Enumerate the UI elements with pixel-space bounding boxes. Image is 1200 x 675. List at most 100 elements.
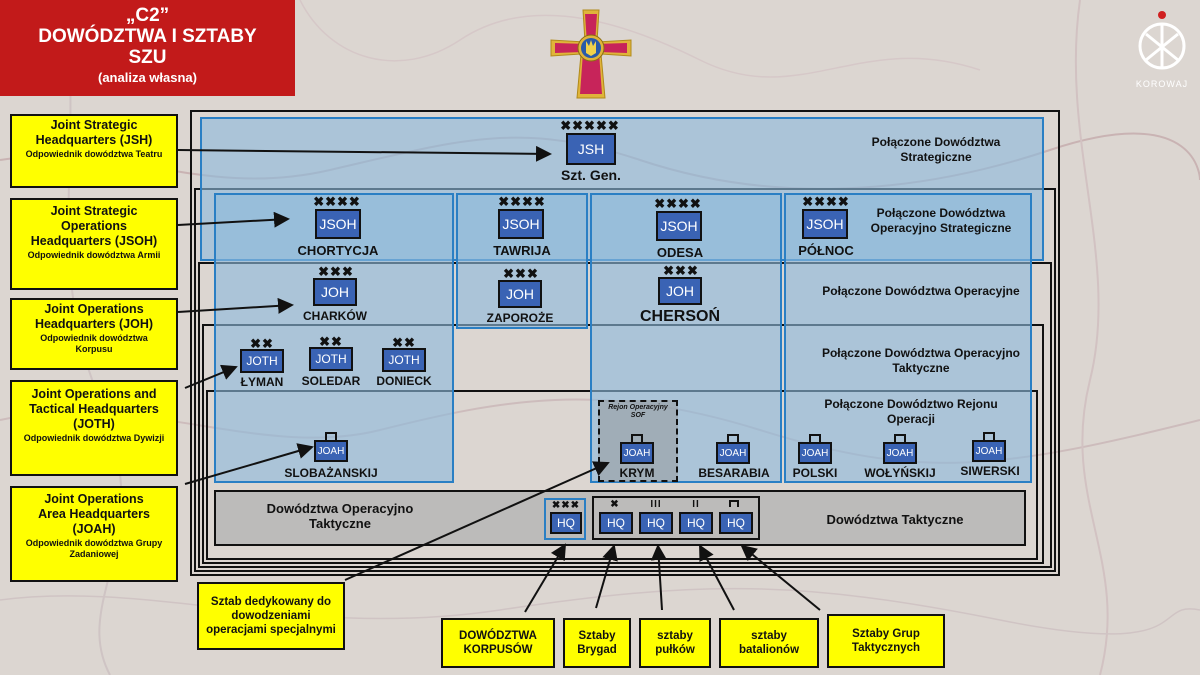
unit-jsoh-label: TAWRIJA <box>493 243 551 258</box>
unit-joh: JOH <box>313 278 357 306</box>
unit-joah: JOAH <box>883 442 917 464</box>
unit-joth-label: DONIECK <box>376 374 432 388</box>
unit-joah-label: BESARABIA <box>698 466 770 480</box>
unit-hq: HQ <box>719 512 753 534</box>
region-label-tact-left: Dowództwa Operacyjno Taktyczne <box>266 501 414 531</box>
legend-box-title: Joint Strategic Headquarters (JSH) <box>35 118 153 147</box>
legend-box-title: Joint Operations Headquarters (JOH) <box>34 302 154 331</box>
title-line-3: SZU <box>128 47 167 68</box>
joah-marker <box>727 434 739 442</box>
legend-box-joh: Joint Operations Headquarters (JOH) Odpo… <box>10 298 178 370</box>
unit-joh-label: CHERSOŃ <box>639 308 720 325</box>
unit-joah: JOAH <box>798 442 832 464</box>
region-label-op-strategic: Połączone Dowództwa Operacyjno Strategic… <box>870 206 1012 235</box>
region-label-op-tactical: Połączone Dowództwa Operacyjno Taktyczne <box>821 346 1021 375</box>
legend-box-subtitle: Odpowiednik dowództwa Grupy Zadaniowej <box>25 538 163 559</box>
sof-region-box <box>598 400 678 482</box>
unit-joth: JOTH <box>240 349 284 373</box>
echelon-marker <box>729 500 739 507</box>
sof-region-label: Rejon Operacyjny SOF <box>608 404 668 419</box>
joah-marker <box>894 434 906 442</box>
echelon-marker: ✖✖✖ <box>318 264 354 279</box>
echelon-marker: ✖✖ <box>392 335 416 350</box>
echelon-marker: II <box>692 499 700 510</box>
ukraine-armed-forces-emblem-icon <box>550 9 632 99</box>
note-box-brigades: Sztaby Brygad <box>563 618 631 668</box>
unit-joh-label: ZAPOROŻE <box>486 311 554 325</box>
title-subtitle: (analiza własna) <box>98 70 197 85</box>
echelon-marker: ✖✖✖✖✖ <box>560 118 620 133</box>
joah-marker <box>983 432 995 440</box>
unit-joth-label: SOLEDAR <box>301 374 361 388</box>
unit-joth: JOTH <box>382 348 426 372</box>
unit-joah-label: KRYM <box>619 466 655 480</box>
unit-joh: JOH <box>498 280 542 308</box>
echelon-marker: ✖✖ <box>319 334 343 349</box>
korowaj-logo: KOROWAJ <box>1132 10 1192 90</box>
unit-hq: HQ <box>550 512 582 534</box>
korowaj-logo-icon <box>1138 11 1186 70</box>
unit-jsoh: JSOH <box>656 211 702 241</box>
note-box-battalions: sztaby batalionów <box>719 618 819 668</box>
legend-box-subtitle: Odpowiednik dowództwa Dywizji <box>23 433 165 443</box>
unit-jsoh: JSOH <box>498 209 544 239</box>
frame-strategic <box>190 110 1060 576</box>
unit-jsoh-label: PÓŁNOC <box>798 243 854 258</box>
unit-joth: JOTH <box>309 347 353 371</box>
echelon-marker: ✖✖✖ <box>551 500 581 511</box>
note-box-sof: Sztab dedykowany do dowodzeniami operacj… <box>197 582 345 650</box>
unit-jsoh: JSOH <box>802 209 848 239</box>
region-chortycja <box>214 193 454 483</box>
title-banner: „C2” DOWÓDZTWA I SZTABY SZU (analiza wła… <box>0 0 295 96</box>
korowaj-logo-text: KOROWAJ <box>1135 79 1189 89</box>
unit-hq: HQ <box>679 512 713 534</box>
unit-joah: JOAH <box>620 442 654 464</box>
unit-joh: JOH <box>658 277 702 305</box>
legend-box-title: Joint Operations Area Headquarters (JOAH… <box>38 492 150 536</box>
echelon-marker: ✖✖✖✖ <box>802 194 850 209</box>
echelon-marker: III <box>650 499 662 510</box>
legend-box-title: Joint Operations and Tactical Headquarte… <box>29 387 159 431</box>
unit-joah: JOAH <box>972 440 1006 462</box>
unit-jsh: JSH <box>566 133 616 165</box>
note-box-tactical-groups: Sztaby Grup Taktycznych <box>827 614 945 668</box>
unit-joah-label: SIWERSKI <box>960 464 1020 478</box>
legend-box-subtitle: Odpowiednik dowództwa Korpusu <box>40 333 148 354</box>
echelon-marker: ✖✖✖ <box>503 266 539 281</box>
region-polnoc <box>784 193 1032 483</box>
unit-jsoh-label: CHORTYCJA <box>297 243 379 258</box>
unit-joah: JOAH <box>314 440 348 462</box>
note-box-regiments: sztaby pułków <box>639 618 711 668</box>
title-line-2: DOWÓDZTWA I SZTABY <box>38 26 257 47</box>
legend-box-subtitle: Odpowiednik dowództwa Teatru <box>25 149 163 159</box>
legend-box-jsoh: Joint Strategic Operations Headquarters … <box>10 198 178 290</box>
region-label-area: Połączone Dowództwo Rejonu Operacji <box>824 397 998 426</box>
unit-joah: JOAH <box>716 442 750 464</box>
legend-box-title: Joint Strategic Operations Headquarters … <box>30 204 158 248</box>
legend-box-joth: Joint Operations and Tactical Headquarte… <box>10 380 178 476</box>
unit-joah-label: POLSKI <box>792 466 838 480</box>
unit-joah-label: WOŁYŃSKIJ <box>864 466 936 480</box>
unit-joah-label: SLOBAŻANSKIJ <box>284 466 378 480</box>
unit-joth-label: ŁYMAN <box>240 375 284 389</box>
title-line-1: „C2” <box>125 5 170 26</box>
unit-jsoh-label: ODESA <box>656 245 704 260</box>
echelon-marker: ✖✖✖✖ <box>654 196 702 211</box>
joah-marker <box>631 434 643 442</box>
unit-hq: HQ <box>599 512 633 534</box>
echelon-marker: ✖✖ <box>250 336 274 351</box>
legend-box-joah: Joint Operations Area Headquarters (JOAH… <box>10 486 178 582</box>
echelon-marker: ✖✖✖✖ <box>313 194 361 209</box>
unit-jsh-label: Szt. Gen. <box>561 167 621 183</box>
note-box-corps: DOWÓDZTWA KORPUSÓW <box>441 618 555 668</box>
unit-jsoh: JSOH <box>315 209 361 239</box>
echelon-marker: ✖✖✖✖ <box>498 194 546 209</box>
joah-marker <box>325 432 337 440</box>
region-label-operational: Połączone Dowództwa Operacyjne <box>822 284 1020 298</box>
echelon-marker: ✖ <box>610 499 620 510</box>
region-label-strategic: Połączone Dowództwa Strategiczne <box>871 135 1001 164</box>
legend-box-subtitle: Odpowiednik dowództwa Armii <box>27 250 161 260</box>
legend-box-jsh: Joint Strategic Headquarters (JSH) Odpow… <box>10 114 178 188</box>
region-label-tact-right: Dowództwa Taktyczne <box>826 512 964 527</box>
unit-hq: HQ <box>639 512 673 534</box>
